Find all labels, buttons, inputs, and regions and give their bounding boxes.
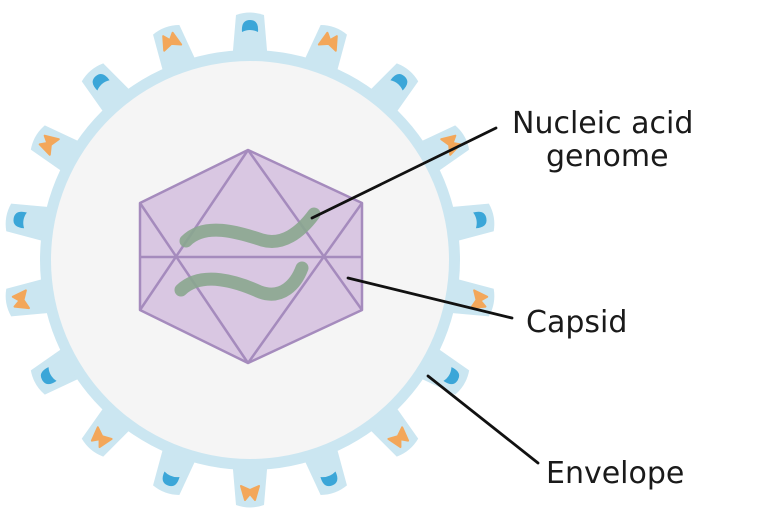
glycoprotein-blue	[92, 74, 110, 91]
capsid-leader-line	[346, 276, 514, 320]
envelope-leader-line	[426, 374, 540, 465]
glycoprotein-blue	[40, 367, 57, 385]
glycoprotein-blue	[241, 20, 259, 32]
glycoprotein-orange	[240, 485, 260, 501]
glycoprotein-orange	[11, 289, 30, 310]
capsid-label: Capsid	[526, 305, 627, 340]
genome-leader-line	[310, 126, 498, 220]
genome-strand-bottom	[174, 261, 309, 301]
glycoprotein-orange	[470, 289, 489, 310]
glycoprotein-blue	[320, 471, 338, 487]
envelope-spike	[232, 458, 268, 508]
genome-label-line1: Nucleic acid	[512, 106, 693, 141]
glycoprotein-blue	[162, 471, 180, 487]
nucleic-acid-genome	[174, 207, 321, 301]
glycoprotein-blue	[473, 211, 487, 229]
glycoprotein-orange	[387, 426, 410, 449]
glycoprotein-blue	[13, 211, 27, 229]
glycoprotein-blue	[390, 74, 408, 91]
genome-strand-top	[179, 207, 321, 248]
glycoprotein-orange	[38, 134, 60, 156]
glycoprotein-blue	[443, 367, 460, 385]
envelope-label: Envelope	[546, 456, 684, 491]
glycoprotein-orange	[317, 31, 338, 52]
glycoprotein-orange	[162, 31, 183, 52]
spike-stalk	[232, 12, 268, 62]
envelope-spike	[232, 12, 268, 62]
genome-label-line2: genome	[546, 139, 669, 174]
spike-stalk	[232, 458, 268, 508]
glycoprotein-orange	[90, 426, 113, 449]
